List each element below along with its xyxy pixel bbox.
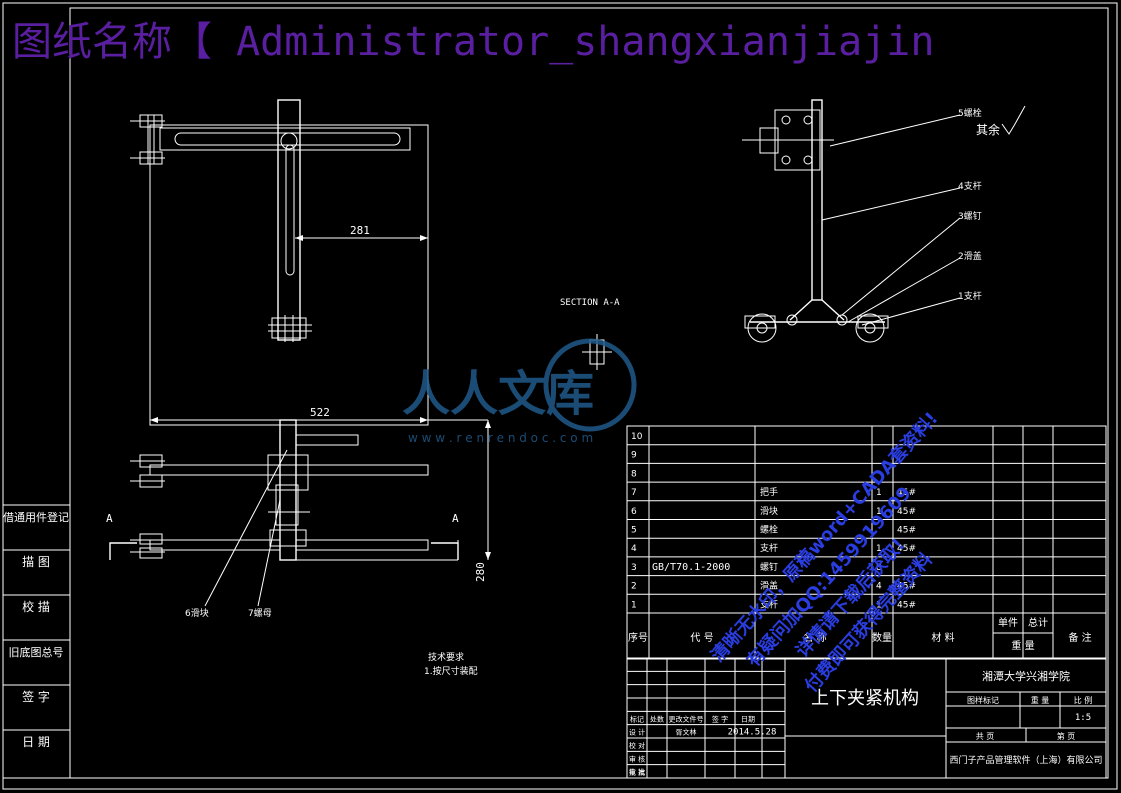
rev-header: 日期	[741, 715, 755, 723]
rev-header: 更改文件号	[669, 714, 704, 723]
school-name: 湘潭大学兴湘学院	[982, 669, 1070, 683]
section-mark-right: A	[452, 512, 459, 525]
bom-cell-mat: 45#	[897, 488, 916, 498]
bom-cell-qty: 1	[876, 600, 882, 610]
bom-cell-name: 滑块	[760, 505, 778, 517]
scale-value: 1:5	[1075, 713, 1091, 723]
top-view: 281 522	[130, 99, 488, 426]
callout-1: 1支杆	[958, 290, 982, 302]
section-mark-left: A	[106, 512, 113, 525]
bom-cell-no: 3	[631, 563, 637, 573]
bom-cell-no: 6	[631, 507, 637, 517]
side-view: 5螺栓 4支杆 3螺钉 2滑盖 1支杆 其余	[742, 99, 1026, 343]
bom-cell-code: GB/T70.1-2000	[652, 562, 730, 573]
bom-header-remark: 备 注	[1068, 631, 1091, 644]
design-date: 2014.5.28	[728, 728, 777, 738]
bom-header-single: 单件	[998, 617, 1018, 629]
bom-header-qty: 数量	[872, 631, 892, 644]
watermark-url: w w w . r e n r e n d o c . c o m	[408, 431, 593, 445]
bom-cell-mat: 45#	[897, 600, 916, 610]
section-view: SECTION A-A	[560, 298, 620, 370]
bom-cell-no: 5	[631, 526, 637, 536]
roughness-symbol	[1001, 105, 1026, 135]
strip-item: 校 描	[22, 599, 50, 614]
bom-cell-qty: 1	[876, 488, 882, 498]
strip-item: 日 期	[22, 735, 50, 749]
renrendoc-watermark: 人人文库 w w w . r e n r e n d o c . c o m	[402, 338, 637, 445]
bom-table: 10 9 8 7 把手 1 45# 6 滑块 1 45# 5 螺栓 45# 4 支杆 1 45# 3 GB/T70.1…	[626, 425, 1107, 660]
bom-cell-qty: 1	[876, 507, 882, 517]
designer-doc: 胥文林	[676, 728, 697, 737]
strip-item: 借通用件登记	[3, 510, 69, 524]
bom-cell-mat: 45#	[897, 582, 916, 592]
bom-header-mat: 材 料	[931, 631, 954, 644]
scale-label: 比 例	[1074, 695, 1093, 705]
bom-cell-no: 1	[631, 600, 637, 610]
bom-cell-qty: 1	[876, 544, 882, 554]
rev-header: 标记	[630, 714, 644, 723]
dimension-280: 280	[474, 562, 487, 582]
watermark-brand: 人人文库	[402, 366, 594, 422]
bom-cell-no: 8	[631, 469, 637, 479]
left-record-strip: 借通用件登记 描 图 校 描 旧底图总号 签 字 日 期	[2, 504, 71, 779]
drawing-name-banner: 图纸名称【 Administrator_shangxianjiajin	[12, 19, 934, 65]
dimension-281: 281	[350, 224, 370, 237]
sheet-border-inner	[69, 7, 1109, 779]
drawing-title: 上下夹紧机构	[811, 688, 919, 709]
bom-cell-name: 支杆	[760, 542, 778, 554]
stage-mark-label: 图样标记	[967, 695, 999, 705]
callout-5: 5螺栓	[958, 107, 982, 119]
bom-cell-mat: 45#	[897, 544, 916, 554]
callout-4: 4支杆	[958, 180, 982, 192]
strip-item: 描 图	[22, 555, 50, 569]
callout-6: 6滑块	[185, 607, 209, 619]
bom-cell-no: 4	[631, 544, 637, 554]
bom-header-weight: 重 量	[1011, 639, 1034, 652]
bom-cell-name: 螺栓	[760, 524, 778, 536]
bom-header-code: 代 号	[690, 632, 713, 644]
bom-cell-no: 9	[631, 451, 637, 461]
promo-overlay: 清晰无水印，原稿word+CADA套资料! 有疑问加QQ:1459919609 …	[706, 408, 942, 697]
callout-2: 2滑盖	[958, 250, 982, 262]
callout-7: 7螺母	[248, 608, 272, 619]
tech-req-line: 1.按尺寸装配	[424, 665, 478, 677]
sheets-total: 共 页	[976, 732, 995, 741]
dimension-522: 522	[310, 406, 330, 419]
bom-header-total: 总计	[1028, 616, 1048, 629]
bom-cell-no: 2	[631, 582, 637, 592]
bom-cell-name: 滑盖	[760, 580, 778, 592]
sheet-number: 第 页	[1057, 731, 1076, 741]
bom-cell-mat: 45#	[897, 507, 916, 517]
bom-header-name: 名 称	[803, 631, 826, 644]
callout-3: 3螺钉	[958, 211, 982, 222]
bom-cell-qty: 8	[876, 563, 882, 573]
role-label: 设 计	[629, 728, 645, 737]
strip-item: 旧底图总号	[9, 645, 64, 659]
bom-cell-mat: 45#	[897, 526, 916, 536]
role-label: 批 准	[629, 768, 645, 777]
role-label: 审 核	[629, 754, 645, 763]
company-name: 西门子产品管理软件（上海）有限公司	[949, 754, 1102, 766]
rev-header: 处数	[650, 714, 664, 723]
rev-header: 签 字	[712, 714, 728, 723]
title-block: 标记处数更改文件号签 字 日期设 计校 对审 核审 批批 准 胥文林 2014.5.2…	[626, 657, 1107, 779]
bom-header-no: 序号	[628, 631, 648, 644]
bom-cell-no: 7	[631, 488, 637, 498]
role-label: 审 批	[629, 768, 645, 777]
front-view: 280 A A 6滑块 7螺母	[106, 419, 491, 619]
bom-cell-name: 把手	[760, 486, 778, 498]
role-label: 校 对	[629, 741, 645, 750]
tech-req-title: 技术要求	[428, 651, 464, 663]
strip-item: 签 字	[22, 689, 50, 704]
bom-cell-name: 螺钉	[760, 562, 778, 573]
bom-cell-qty: 4	[876, 582, 882, 592]
section-title: SECTION A-A	[560, 298, 620, 308]
bom-cell-name: 支杆	[760, 598, 778, 610]
weight-label: 重 量	[1031, 695, 1050, 705]
bom-cell-no: 10	[631, 432, 643, 442]
roughness-note: 其余	[976, 122, 1000, 137]
